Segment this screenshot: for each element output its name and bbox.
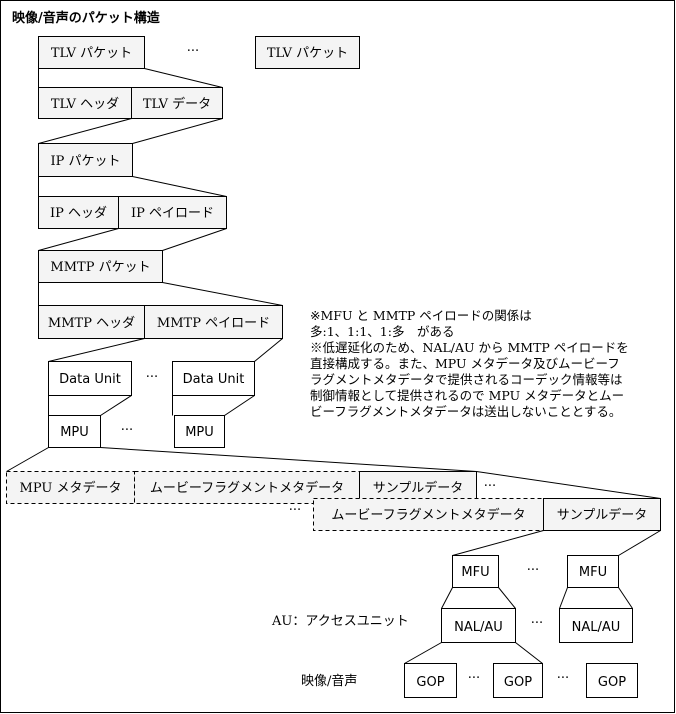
note-line-5: ラグメントメタデータで提供されるコーデック情報等は (310, 372, 623, 387)
mfu-label-2: MFU (579, 565, 607, 580)
mpu-box-1 (48, 415, 101, 448)
nal-au-box-2 (559, 608, 633, 643)
tlv-packet-box (38, 36, 145, 69)
nal-au-ellipsis: ··· (531, 616, 543, 631)
tlv-packet-box-2 (255, 36, 360, 69)
gop-box-2 (493, 663, 543, 698)
mfu-ellipsis: ··· (527, 563, 539, 578)
mpu-label-1: MPU (60, 425, 89, 440)
mfu-box-2 (567, 555, 619, 588)
data-unit-ellipsis: ··· (146, 370, 158, 385)
note-line-3: ※低遅延化のため、NAL/AU から MMTP ペイロードを (310, 340, 629, 355)
gop-box-1 (404, 663, 457, 698)
ip-payload-label: IP ペイロード (131, 206, 214, 221)
ip-payload-box (118, 196, 227, 229)
gop-ellipsis-2: ··· (557, 671, 569, 686)
movie-fragment-metadata-label-2: ムービーフラグメントメタデータ (331, 507, 525, 523)
sample-data-label-1: サンプルデータ (373, 480, 464, 496)
mpu-metadata-box (6, 471, 135, 504)
movie-fragment-metadata-box-2 (313, 498, 544, 531)
nal-au-label-2: NAL/AU (572, 620, 621, 635)
au-legend: AU：アクセスユニット (271, 614, 409, 629)
mfu-box-1 (452, 555, 499, 588)
ip-packet-label: IP パケット (50, 154, 120, 169)
av-legend: 映像/音声 (301, 673, 357, 689)
tlv-data-label: TLV データ (143, 96, 211, 112)
diagram-title: 映像/音声のパケット構造 (12, 10, 161, 26)
tlv-packet-ellipsis: ··· (187, 44, 199, 59)
ip-header-box (38, 196, 119, 229)
tlv-header-label: TLV ヘッダ (51, 97, 119, 112)
sample-data-box-2 (543, 498, 661, 531)
note-line-6: 制御情報として提供されるので MPU メタデータとムー (310, 388, 624, 403)
fragment-ellipsis: ··· (289, 503, 301, 518)
nal-au-label-1: NAL/AU (454, 620, 503, 635)
data-unit-box-1 (48, 361, 132, 396)
mmtp-header-box (38, 305, 145, 339)
mpu-box-2 (174, 415, 225, 448)
tlv-packet-label-2: TLV パケット (267, 46, 348, 61)
tlv-header-box (38, 87, 132, 119)
mpu-ellipsis: ··· (121, 423, 133, 438)
mmtp-packet-label: MMTP パケット (50, 260, 150, 275)
mmtp-header-label: MMTP ヘッダ (48, 316, 135, 331)
mmtp-payload-label: MMTP ペイロード (157, 316, 270, 331)
mfu-label-1: MFU (461, 565, 489, 580)
gop-label-2: GOP (504, 675, 532, 690)
note-line-2: 多:1、1:1、1:多 がある (310, 324, 454, 339)
note-line-4: 直接構成する。また、MPU メタデータ及びムービーフ (310, 356, 620, 371)
nal-au-box-1 (441, 608, 516, 643)
movie-fragment-metadata-label-1: ムービーフラグメントメタデータ (150, 480, 344, 496)
sample-ellipsis-1: ··· (484, 479, 496, 494)
data-unit-label-2: Data Unit (183, 372, 245, 387)
ip-packet-box (38, 143, 133, 177)
note-line-1: ※MFU と MMTP ペイロードの関係は (310, 308, 532, 323)
gop-box-3 (586, 663, 638, 698)
note-block: ※MFU と MMTP ペイロードの関係は 多:1、1:1、1:多 がある ※低… (310, 308, 629, 419)
data-unit-box-2 (172, 361, 255, 396)
gop-ellipsis-1: ··· (468, 671, 480, 686)
mpu-label-2: MPU (185, 425, 214, 440)
tlv-data-box (131, 87, 223, 119)
tlv-packet-label: TLV パケット (51, 46, 132, 61)
mmtp-payload-box (144, 305, 283, 339)
gop-label-1: GOP (416, 675, 444, 690)
mpu-metadata-label: MPU メタデータ (20, 480, 122, 496)
sample-data-label-2: サンプルデータ (557, 507, 648, 523)
note-line-7: ビーフラグメントメタデータは送出しないこととする。 (310, 404, 621, 419)
ip-header-label: IP ヘッダ (50, 206, 107, 221)
data-unit-label-1: Data Unit (59, 372, 121, 387)
gop-label-3: GOP (598, 675, 626, 690)
mmtp-packet-box (38, 250, 163, 283)
